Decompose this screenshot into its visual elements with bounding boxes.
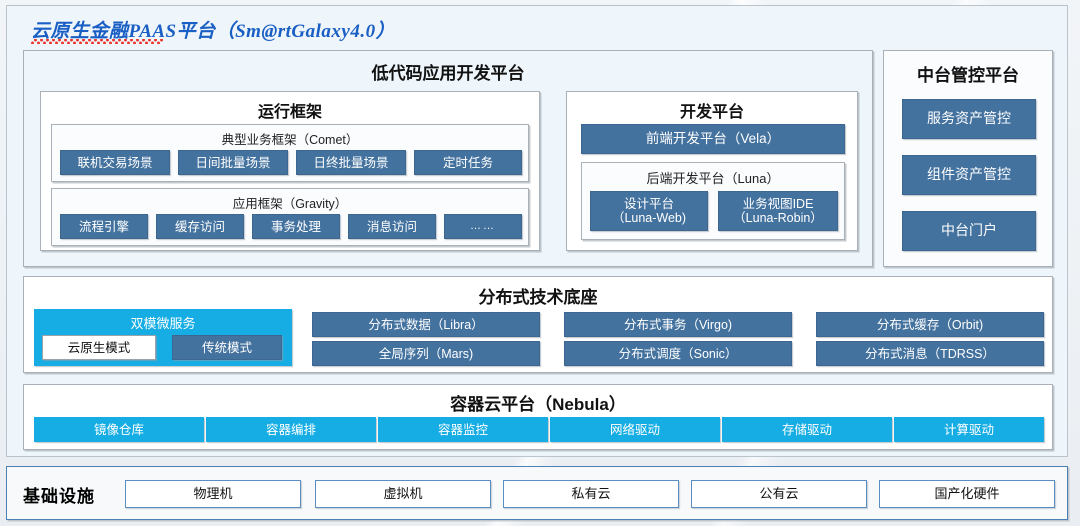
- infrastructure-bar: 基础设施 物理机 虚拟机 私有云 公有云 国产化硬件: [6, 466, 1068, 520]
- spellcheck-underline: [31, 39, 163, 44]
- container-item-storage-driver[interactable]: 存储驱动: [722, 417, 892, 442]
- gravity-title: 应用框架（Gravity）: [232, 197, 348, 211]
- distributed-item-libra[interactable]: 分布式数据（Libra）: [312, 312, 540, 337]
- infrastructure-item-physical-machine[interactable]: 物理机: [125, 480, 301, 508]
- comet-item-scheduled-task[interactable]: 定时任务: [414, 150, 522, 175]
- lowcode-platform-title: 低代码应用开发平台: [371, 64, 525, 83]
- infrastructure-item-public-cloud[interactable]: 公有云: [691, 480, 867, 508]
- midplatform-item-service-asset-control[interactable]: 服务资产管控: [902, 99, 1036, 139]
- infrastructure-item-domestic-hardware[interactable]: 国产化硬件: [879, 480, 1055, 508]
- comet-title: 典型业务框架（Comet）: [221, 133, 359, 147]
- distributed-item-mars[interactable]: 全局序列（Mars): [312, 341, 540, 366]
- gravity-item-message-access[interactable]: 消息访问: [348, 214, 436, 239]
- container-cloud-title: 容器云平台（Nebula）: [450, 395, 626, 414]
- gravity-item-more[interactable]: ……: [444, 214, 522, 239]
- midplatform-title: 中台管控平台: [917, 66, 1019, 85]
- luna-backend-panel: 后端开发平台（Luna） 设计平台 （Luna-Web) 业务视图IDE （Lu…: [581, 162, 845, 240]
- gravity-item-cache-access[interactable]: 缓存访问: [156, 214, 244, 239]
- dev-platform-title: 开发平台: [679, 104, 744, 121]
- container-item-monitoring[interactable]: 容器监控: [378, 417, 548, 442]
- distributed-base-panel: 分布式技术底座 双模微服务 云原生模式 传统模式 分布式数据（Libra） 分布…: [23, 276, 1053, 373]
- gravity-item-transaction-processing[interactable]: 事务处理: [252, 214, 340, 239]
- container-item-image-registry[interactable]: 镜像仓库: [34, 417, 204, 442]
- gravity-panel: 应用框架（Gravity） 流程引擎 缓存访问 事务处理 消息访问 ……: [51, 188, 529, 246]
- dual-mode-microservice-block: 双模微服务 云原生模式 传统模式: [34, 309, 292, 366]
- comet-panel: 典型业务框架（Comet） 联机交易场景 日间批量场景 日终批量场景 定时任务: [51, 124, 529, 182]
- runtime-framework-panel: 运行框架 典型业务框架（Comet） 联机交易场景 日间批量场景 日终批量场景 …: [40, 91, 540, 251]
- distributed-item-orbit[interactable]: 分布式缓存（Orbit): [816, 312, 1044, 337]
- midplatform-item-component-asset-control[interactable]: 组件资产管控: [902, 155, 1036, 195]
- infrastructure-item-private-cloud[interactable]: 私有云: [503, 480, 679, 508]
- luna-backend-title: 后端开发平台（Luna）: [646, 171, 780, 186]
- infrastructure-item-virtual-machine[interactable]: 虚拟机: [315, 480, 491, 508]
- distributed-item-tdrss[interactable]: 分布式消息（TDRSS）: [816, 341, 1044, 366]
- luna-item-business-view-ide[interactable]: 业务视图IDE （Luna-Robin）: [718, 191, 838, 231]
- runtime-framework-title: 运行框架: [257, 104, 322, 121]
- lowcode-platform-panel: 低代码应用开发平台 运行框架 典型业务框架（Comet） 联机交易场景 日间批量…: [23, 50, 873, 267]
- distributed-item-virgo[interactable]: 分布式事务（Virgo): [564, 312, 792, 337]
- container-item-orchestration[interactable]: 容器编排: [206, 417, 376, 442]
- dev-platform-panel: 开发平台 前端开发平台（Vela） 后端开发平台（Luna） 设计平台 （Lun…: [566, 91, 858, 251]
- dual-mode-microservice-label: 双模微服务: [130, 316, 196, 331]
- midplatform-panel: 中台管控平台 服务资产管控 组件资产管控 中台门户: [883, 50, 1053, 267]
- page-title: 云原生金融PAAS平台（Sm@rtGalaxy4.0）: [31, 21, 396, 42]
- comet-item-eod-batch[interactable]: 日终批量场景: [296, 150, 406, 175]
- comet-item-online-transaction[interactable]: 联机交易场景: [60, 150, 170, 175]
- luna-item-design-platform[interactable]: 设计平台 （Luna-Web): [590, 191, 708, 231]
- container-item-compute-driver[interactable]: 计算驱动: [894, 417, 1044, 442]
- distributed-base-title: 分布式技术底座: [478, 288, 598, 307]
- dual-mode-item-traditional[interactable]: 传统模式: [172, 335, 282, 360]
- distributed-item-sonic[interactable]: 分布式调度（Sonic）: [564, 341, 792, 366]
- container-cloud-panel: 容器云平台（Nebula） 镜像仓库 容器编排 容器监控 网络驱动 存储驱动 计…: [23, 384, 1053, 450]
- infrastructure-label: 基础设施: [23, 487, 95, 506]
- midplatform-item-portal[interactable]: 中台门户: [902, 211, 1036, 251]
- comet-item-intraday-batch[interactable]: 日间批量场景: [178, 150, 288, 175]
- main-frame: 云原生金融PAAS平台（Sm@rtGalaxy4.0） 低代码应用开发平台 运行…: [6, 5, 1068, 457]
- dual-mode-item-cloud-native[interactable]: 云原生模式: [42, 335, 156, 360]
- gravity-item-process-engine[interactable]: 流程引擎: [60, 214, 148, 239]
- container-item-network-driver[interactable]: 网络驱动: [550, 417, 720, 442]
- dev-platform-frontend-vela[interactable]: 前端开发平台（Vela）: [581, 124, 845, 154]
